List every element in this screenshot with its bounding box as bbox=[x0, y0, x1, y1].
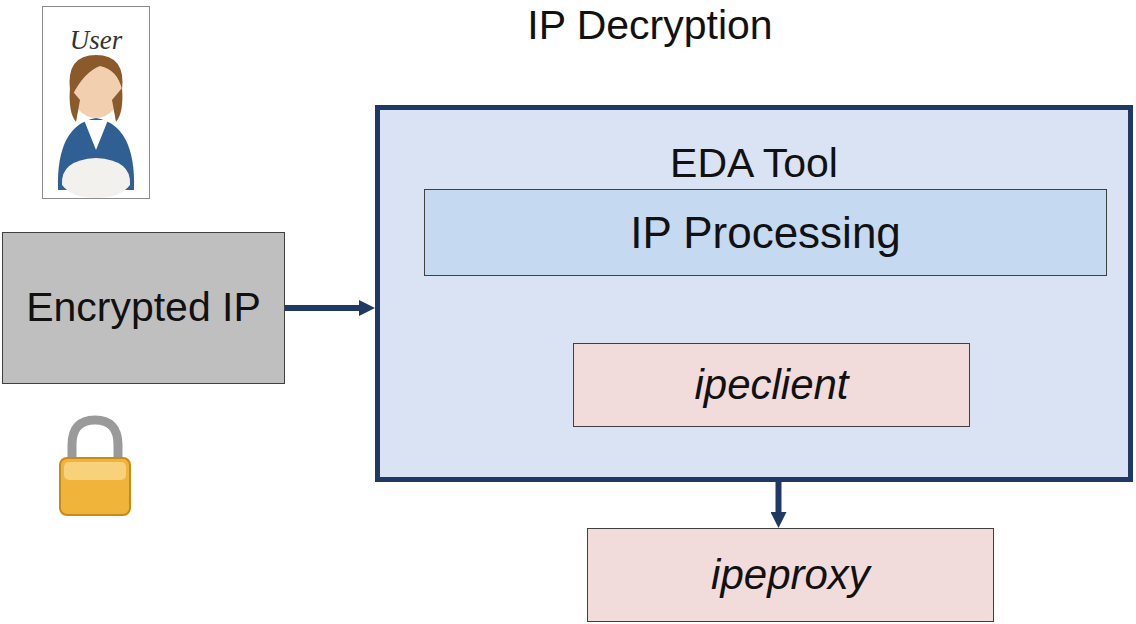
eda-tool-box: EDA Tool IP Processing ipeclient bbox=[375, 105, 1133, 482]
process-box: IP Processing bbox=[424, 189, 1107, 276]
node-label: EDA Tool bbox=[670, 140, 838, 187]
node-label: IP Processing bbox=[630, 208, 901, 258]
node-label: ipeproxy bbox=[711, 551, 870, 599]
padlock-icon bbox=[60, 420, 130, 515]
encrypted-ip-box: Encrypted IP bbox=[2, 232, 285, 384]
connector-arrow bbox=[285, 305, 367, 311]
user-card: User bbox=[42, 6, 150, 199]
proxy-box: ipeproxy bbox=[587, 528, 994, 622]
user-card bbox=[42, 6, 150, 199]
client-box: ipeclient bbox=[573, 343, 970, 427]
node-label: User bbox=[70, 25, 123, 56]
node-label: ipeclient bbox=[694, 361, 848, 409]
diagram-title: IP Decryption bbox=[440, 2, 860, 49]
node-label: Encrypted IP bbox=[26, 280, 261, 335]
user-figure bbox=[58, 55, 134, 198]
